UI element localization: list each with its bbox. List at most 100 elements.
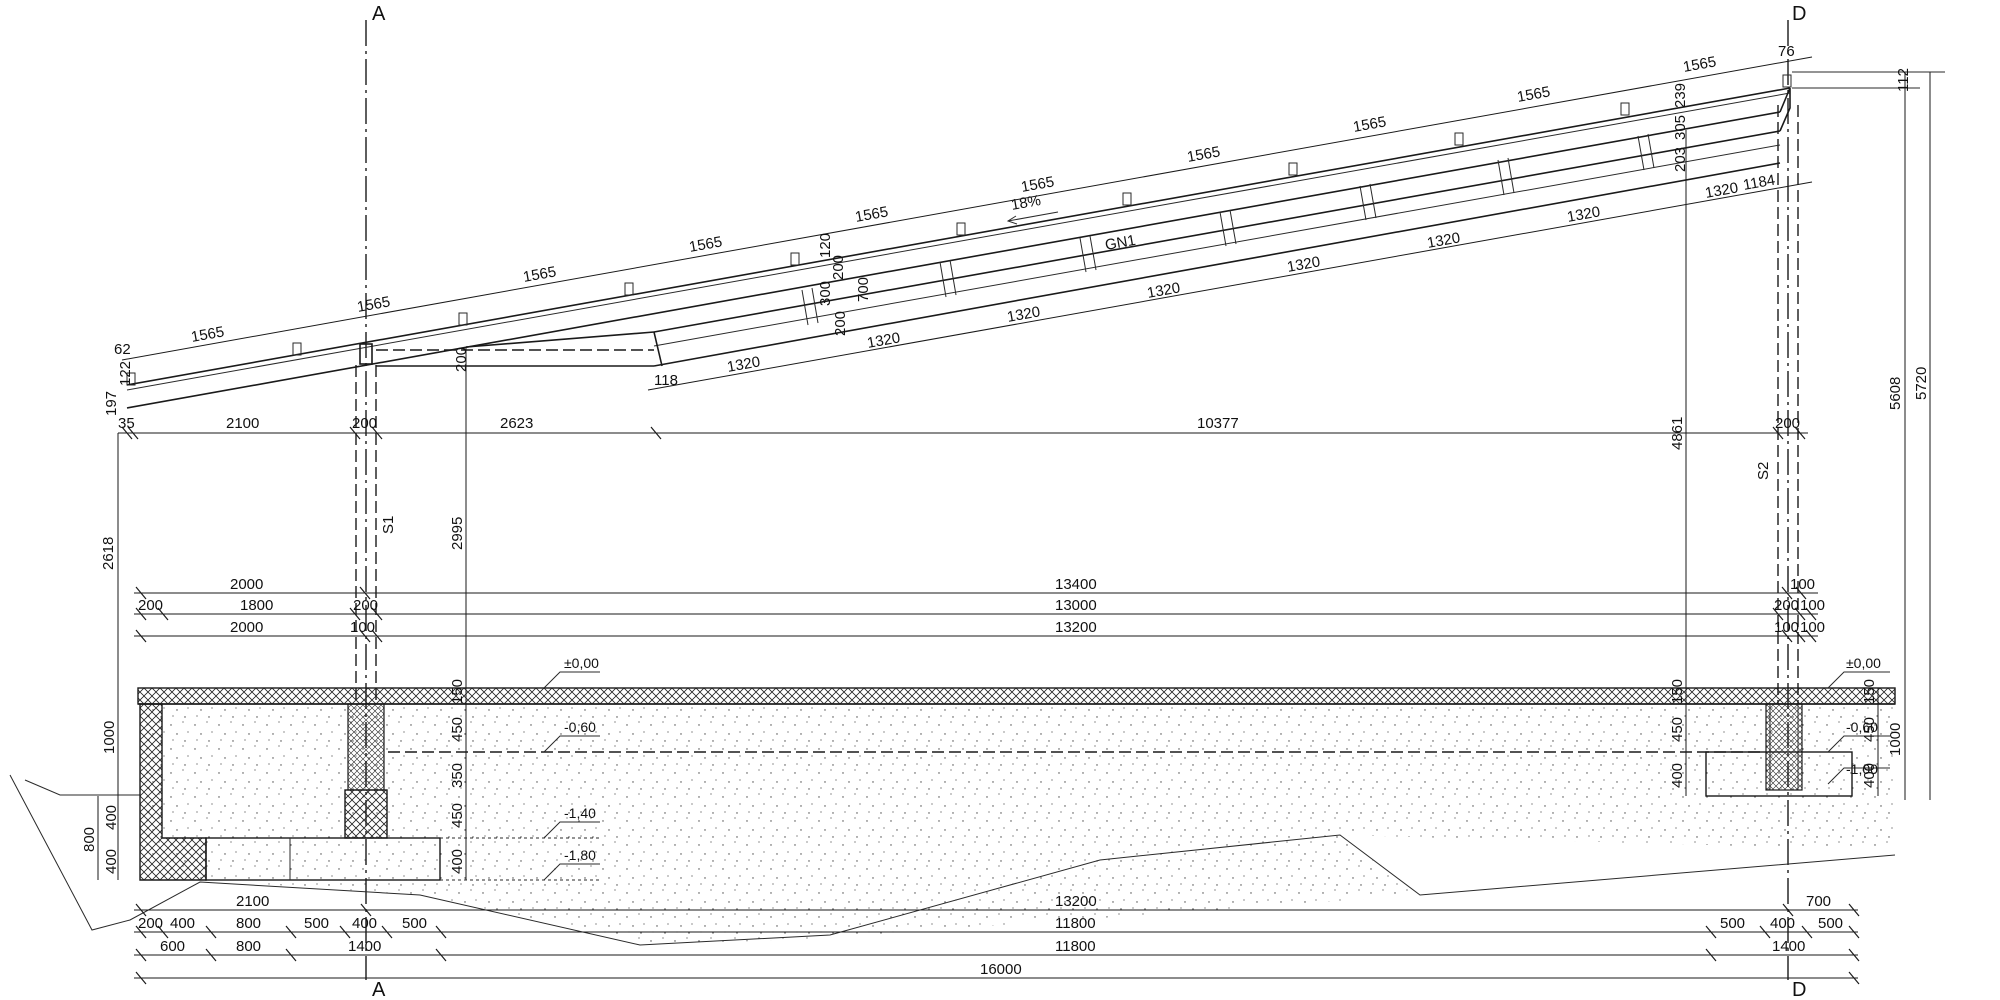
dim-plan1-0: 2000 (230, 576, 263, 593)
columns: S1 S2 (355, 105, 1799, 704)
purlins (126, 74, 1792, 386)
dim-found-right-in-2: 400 (1669, 763, 1686, 788)
dim-purlin-3: 1565 (522, 263, 558, 286)
dim-plan3-4: 100 (1800, 619, 1825, 636)
dim-truss-3: 1320 (1006, 303, 1042, 326)
dim-truss-6: 1320 (1426, 229, 1462, 252)
eave-dimensions: 35 2100 200 2623 10377 200 (118, 415, 1808, 440)
plan-dimensions: 2000 13400 100 200 1800 200 13000 200 10… (134, 576, 1825, 643)
dim-height-mid: 2995 (449, 517, 466, 550)
dim-total-a: 5608 (1887, 377, 1904, 410)
level-zero-left: ±0,00 (564, 655, 599, 671)
dim-plan3-3: 100 (1774, 619, 1799, 636)
dim-plan2-0: 200 (138, 597, 163, 614)
dim-right-stack-a: 203 (1672, 147, 1689, 172)
dim-truss-9: 1184 (1742, 172, 1777, 194)
dim-truss-5: 1320 (1286, 253, 1322, 276)
roof-structure: 18% GN1 (126, 74, 1792, 409)
slope-label: 18% (1010, 192, 1043, 214)
dim-truss-detail-c: 300 (817, 281, 834, 306)
dim-found-mid-2: 350 (449, 763, 466, 788)
dim-eave-4: 10377 (1197, 415, 1239, 432)
dim-bot2-3: 500 (304, 915, 329, 932)
truss-posts (801, 133, 1655, 326)
axis-a-label-top: A (372, 3, 386, 25)
dim-bot3-2: 1400 (348, 938, 381, 955)
dim-eave-5: 200 (1775, 415, 1800, 432)
dim-eave-2: 200 (352, 415, 377, 432)
axis-d-label-top: D (1792, 3, 1806, 25)
dim-eave-3: 2623 (500, 415, 533, 432)
dim-plan2-5: 100 (1800, 597, 1825, 614)
dim-bot2-9: 500 (1818, 915, 1843, 932)
dim-right-stack-c: 239 (1672, 83, 1689, 108)
dim-right-stack-b: 305 (1672, 115, 1689, 140)
dim-bot2-1: 400 (170, 915, 195, 932)
dim-plan2-4: 200 (1774, 597, 1799, 614)
dim-found-left-3: 400 (103, 849, 120, 874)
dim-plan2-3: 13000 (1055, 597, 1097, 614)
level-m060-right: -0,60 (1846, 719, 1878, 735)
dim-truss-4: 1320 (1146, 279, 1182, 302)
dim-purlin-10: 1565 (1682, 53, 1718, 76)
dim-found-mid-1: 450 (449, 717, 466, 742)
dim-found-right-out-0: 150 (1861, 679, 1878, 704)
level-m060-left: -0,60 (564, 719, 596, 735)
axis-a-label-bottom: A (372, 979, 386, 1000)
dim-bot2-5: 500 (402, 915, 427, 932)
level-m100-right: -1,00 (1846, 761, 1878, 777)
dim-plan1-1: 13400 (1055, 576, 1097, 593)
dim-bot3-4: 1400 (1772, 938, 1805, 955)
column-label-s2: S2 (1755, 462, 1772, 480)
dim-truss-detail-a: 120 (817, 233, 834, 258)
dim-bot2-6: 11800 (1055, 915, 1096, 932)
bottom-dimensions: 2100 13200 700 200 400 800 500 400 500 1… (134, 893, 1860, 985)
dim-truss-1: 1320 (726, 353, 762, 376)
dim-bot3-3: 11800 (1055, 938, 1096, 955)
dim-bot3-0: 600 (160, 938, 185, 955)
roof-dimensions: 1565 1565 1565 1565 1565 1565 1565 1565 … (103, 43, 1813, 416)
dim-eave-0: 35 (118, 415, 135, 432)
dim-plan3-1: 100 (350, 619, 375, 636)
dim-truss-detail-g: 200 (453, 347, 470, 372)
dim-truss-2: 1320 (866, 329, 902, 352)
beam-label: GN1 (1104, 232, 1137, 254)
dim-truss-7: 1320 (1566, 203, 1602, 226)
dim-purlin-4: 1565 (688, 233, 724, 256)
dim-left-stack-a: 197 (103, 391, 120, 416)
dim-bot2-2: 800 (236, 915, 261, 932)
dim-found-right-in-0: 150 (1669, 679, 1686, 704)
dim-bot3-1: 800 (236, 938, 261, 955)
dim-found-right-out-1: 450 (1861, 717, 1878, 742)
dim-found-left-2: 800 (81, 827, 98, 852)
dim-purlin-6: 1565 (1020, 173, 1056, 196)
dim-purlin-5: 1565 (854, 203, 890, 226)
axis-d-label-bottom: D (1792, 979, 1806, 1000)
level-m140: -1,40 (564, 805, 596, 821)
dim-total-b: 5720 (1913, 367, 1930, 400)
level-markers: ±0,00 -0,60 -1,40 -1,80 ±0,00 -0,60 -1,0… (543, 655, 1890, 881)
dim-found-mid-0: 150 (449, 679, 466, 704)
dim-found-right-out-3: 1000 (1887, 723, 1904, 756)
dim-plan3-2: 13200 (1055, 619, 1097, 636)
dim-found-mid-4: 400 (449, 849, 466, 874)
dim-height-left: 2618 (100, 537, 117, 570)
dim-truss-detail-f: 118 (654, 372, 678, 389)
dim-purlin-9: 1565 (1516, 83, 1552, 106)
dim-roof-right-end: 76 (1778, 43, 1795, 60)
dim-truss-detail-b: 200 (830, 255, 847, 280)
dim-found-right-in-1: 450 (1669, 717, 1686, 742)
dim-height-right: 4861 (1669, 417, 1686, 450)
dim-bot2-0: 200 (138, 915, 163, 932)
dim-bot2-4: 400 (352, 915, 377, 932)
ground-and-slab (9, 687, 1896, 946)
dim-total-c: 112 (1895, 68, 1912, 92)
dim-bot2-7: 500 (1720, 915, 1745, 932)
dim-bot1-1: 13200 (1055, 893, 1097, 910)
dim-truss-8: 1320 (1704, 179, 1740, 202)
dim-plan1-2: 100 (1790, 576, 1815, 593)
level-m180: -1,80 (564, 847, 596, 863)
dim-plan2-1: 1800 (240, 597, 273, 614)
dim-roof-left-end: 62 (114, 341, 131, 358)
